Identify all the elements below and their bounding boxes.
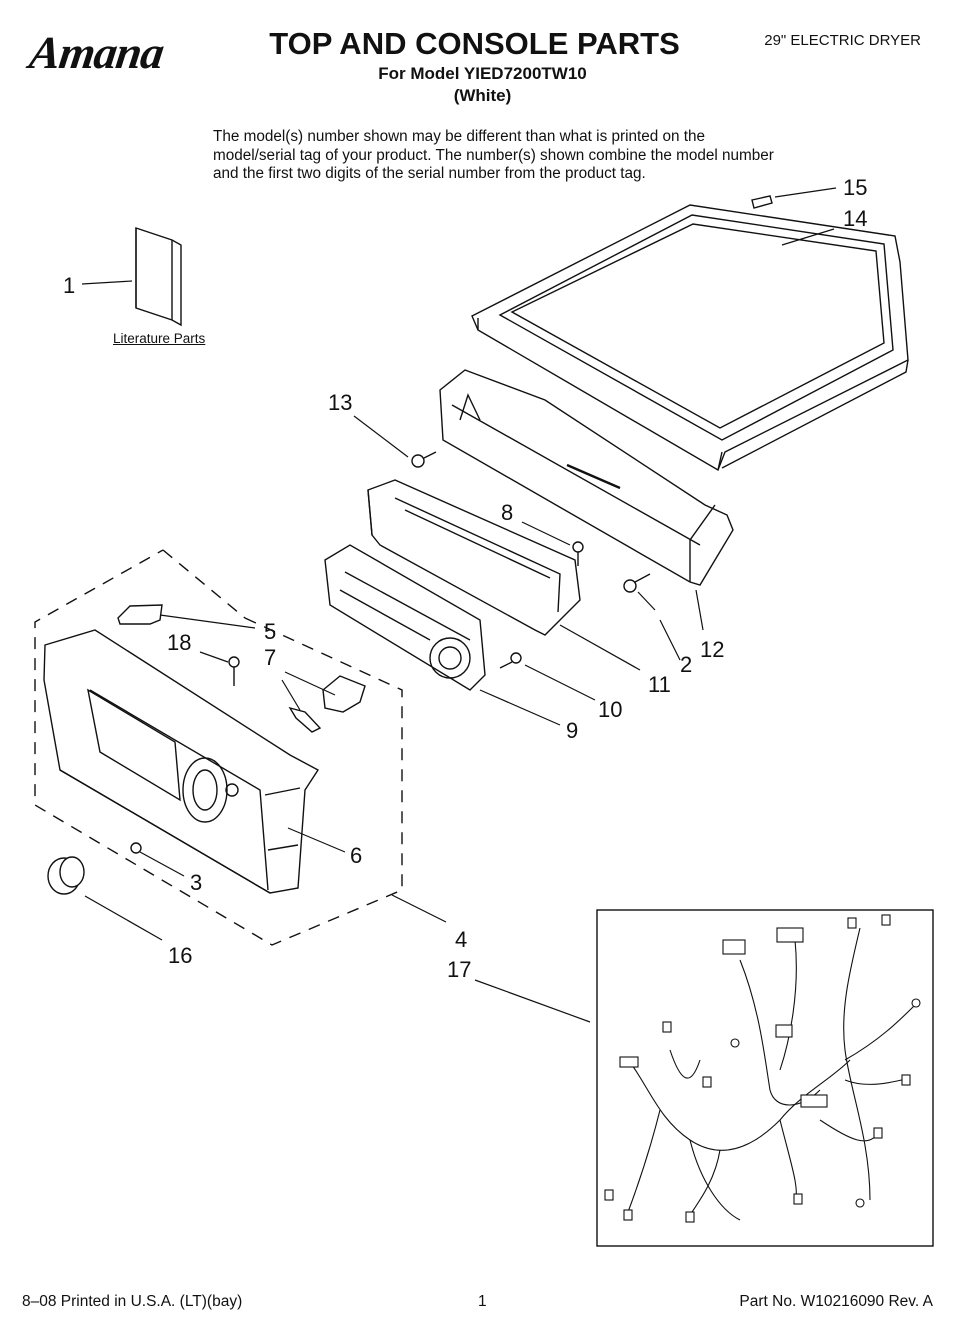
small-parts (117, 604, 366, 733)
part-number: Part No. W10216090 Rev. A (739, 1293, 933, 1310)
model-note: The model(s) number shown may be differe… (213, 128, 774, 182)
callout-1: 1 (63, 273, 76, 298)
print-info: 8–08 Printed in U.S.A. (LT)(bay) (22, 1293, 243, 1310)
wire-harness (604, 914, 921, 1223)
callout-16: 16 (168, 943, 193, 968)
assembly-outline (34, 549, 403, 946)
callout-13: 13 (328, 390, 353, 415)
page-title: TOP AND CONSOLE PARTS (0, 26, 965, 62)
console (43, 629, 320, 894)
callout-3: 3 (190, 870, 203, 895)
callout-9: 9 (566, 718, 579, 743)
literature-label: Literature Parts (113, 331, 206, 346)
callout-6: 6 (350, 843, 363, 868)
literature-booklet (135, 227, 182, 327)
callout-14: 14 (843, 206, 868, 231)
callout-8: 8 (501, 500, 514, 525)
callout-7: 7 (264, 645, 277, 670)
knob (47, 842, 142, 895)
screw-icons (228, 195, 773, 686)
callout-10: 10 (598, 697, 623, 722)
callout-5: 5 (264, 619, 277, 644)
console-bracket (439, 369, 734, 586)
callout-12: 12 (700, 637, 725, 662)
bezel-frame (367, 479, 581, 636)
page-number: 1 (478, 1293, 487, 1310)
callout-18: 18 (167, 630, 192, 655)
leader-lines (81, 187, 837, 1023)
callout-11: 11 (648, 672, 671, 697)
color-line: (White) (453, 86, 512, 105)
top-panel (471, 204, 909, 472)
callout-2: 2 (680, 652, 693, 677)
callout-15: 15 (843, 175, 868, 200)
product-type: 29" ELECTRIC DRYER (764, 32, 921, 49)
wire-harness-box (596, 909, 934, 1247)
control-board (324, 544, 486, 691)
callout-4: 4 (455, 927, 468, 952)
model-line: For Model YIED7200TW10 (378, 64, 587, 83)
page-title-text: TOP AND CONSOLE PARTS (269, 26, 680, 61)
callout-17: 17 (447, 957, 472, 982)
